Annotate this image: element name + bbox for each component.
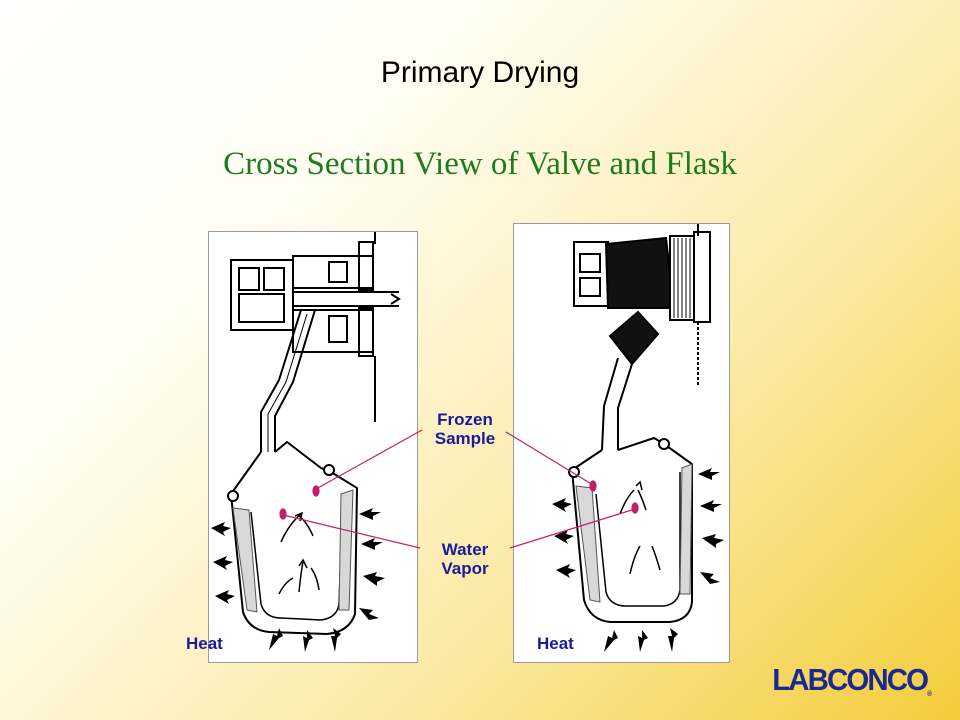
- valve-flask-exterior-illustration: [552, 224, 724, 652]
- leader-frozen-left: [315, 429, 423, 490]
- marker-vapor-left: [279, 508, 287, 520]
- heat-label-right: Heat: [537, 634, 574, 653]
- water-vapor-label: Water Vapor: [420, 540, 510, 578]
- left-cross-section-panel: [208, 231, 418, 663]
- marker-vapor-right: [631, 502, 639, 514]
- logo-registered-mark: ®: [927, 691, 933, 698]
- logo-text: LABCONCO: [772, 662, 929, 697]
- frozen-label-line1: Frozen: [437, 410, 493, 429]
- frozen-label-line2: Sample: [434, 429, 496, 448]
- heat-label-left: Heat: [186, 634, 223, 653]
- valve-flask-cutaway-illustration: [211, 232, 401, 652]
- vapor-label-line2: Vapor: [441, 559, 489, 578]
- frozen-sample-label: Frozen Sample: [420, 410, 510, 448]
- marker-frozen-right: [589, 480, 597, 492]
- slide-subtitle: Cross Section View of Valve and Flask: [223, 146, 737, 182]
- slide-title: Primary Drying: [380, 56, 580, 89]
- marker-frozen-left: [312, 485, 320, 497]
- right-cross-section-panel: [513, 223, 730, 663]
- vapor-label-line1: Water: [441, 540, 489, 559]
- leader-vapor-right: [509, 508, 636, 549]
- labconco-logo: LABCONCO®: [772, 662, 932, 698]
- leader-vapor-left: [282, 514, 421, 549]
- leader-frozen-right: [505, 431, 594, 486]
